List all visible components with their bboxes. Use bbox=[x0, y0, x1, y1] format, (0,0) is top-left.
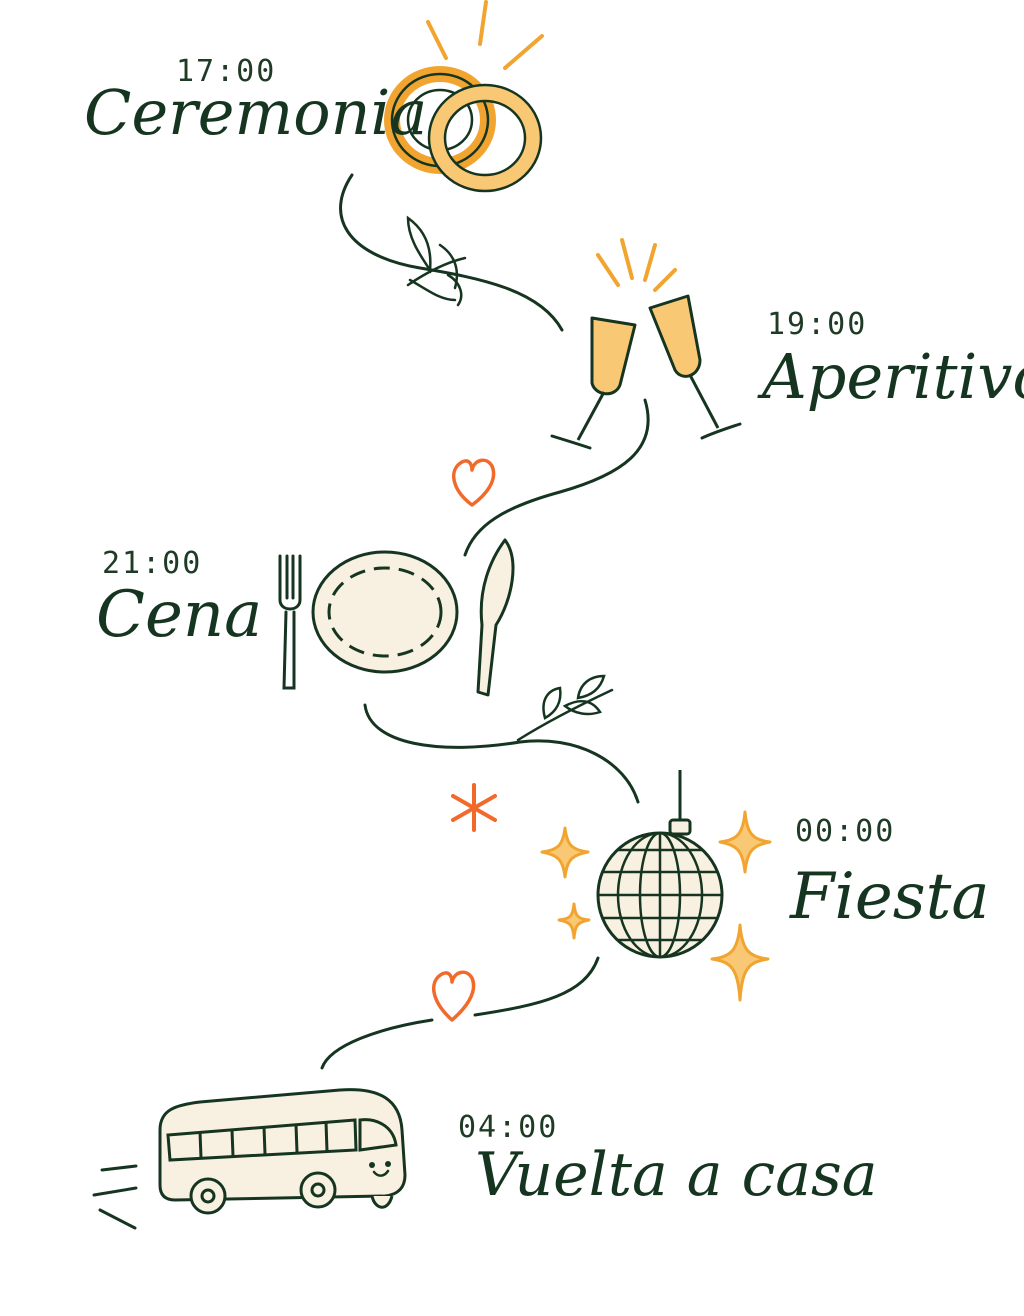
leaf-sprig-icon bbox=[406, 215, 467, 307]
asterisk-icon bbox=[451, 783, 497, 832]
event-time-aperitivo: 19:00 bbox=[767, 307, 868, 342]
event-title-fiesta: Fiesta bbox=[790, 860, 990, 934]
wedding-rings-icon bbox=[384, 0, 544, 193]
event-time-fiesta: 00:00 bbox=[795, 814, 896, 849]
event-time-vuelta-a-casa: 04:00 bbox=[458, 1110, 559, 1145]
champagne-glasses-icon bbox=[550, 238, 742, 450]
bus-icon bbox=[92, 1088, 407, 1230]
event-time-cena: 21:00 bbox=[102, 546, 203, 581]
event-title-vuelta-a-casa: Vuelta a casa bbox=[475, 1140, 878, 1210]
sparkle-icon bbox=[540, 810, 772, 1002]
plate-cutlery-icon bbox=[278, 538, 515, 697]
event-title-cena: Cena bbox=[96, 578, 263, 652]
event-title-aperitivo: Aperitivo bbox=[762, 340, 1024, 413]
heart-icon bbox=[451, 458, 496, 507]
disco-ball-icon bbox=[596, 770, 724, 959]
event-title-ceremonia: Ceremonia bbox=[84, 76, 428, 149]
event-time-ceremonia: 17:00 bbox=[176, 54, 277, 89]
heart-icon bbox=[431, 970, 476, 1022]
leaf-sprig-icon bbox=[516, 674, 614, 742]
connector-paths bbox=[320, 173, 650, 1070]
